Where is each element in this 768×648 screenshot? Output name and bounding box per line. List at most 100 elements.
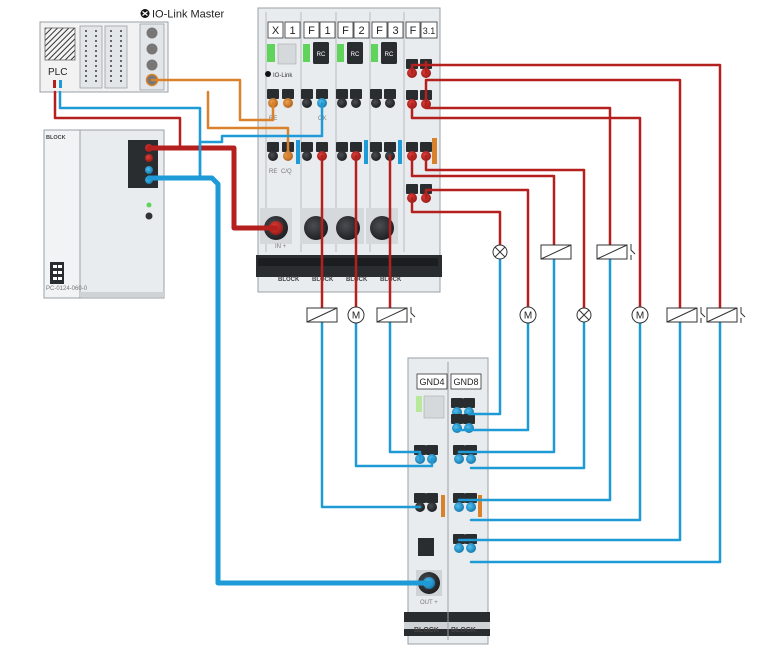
rc-button-f1[interactable]: RC — [313, 42, 329, 64]
upper-terminal-7[interactable] — [370, 89, 382, 108]
blue-return-9 — [469, 320, 642, 522]
red-output-4 — [424, 102, 612, 247]
blue-iolink-wire — [198, 101, 324, 180]
master-port-1 — [146, 27, 158, 39]
column-header-f3: F 3 — [371, 21, 404, 39]
status-led-f3 — [371, 44, 378, 62]
plc-unit: PLC — [39, 21, 169, 93]
blue-marker-strip — [398, 140, 402, 164]
red-output-8 — [410, 196, 502, 247]
lower-motor-load-2: M — [347, 306, 365, 324]
power-supply: BLOCK PC-0124-060-0 — [43, 129, 165, 299]
svg-text:RC: RC — [351, 52, 360, 58]
column-header-x1: X 1 — [267, 21, 301, 39]
red-output-5 — [424, 154, 586, 310]
lower-coil-load-7 — [666, 307, 706, 323]
svg-text:RC: RC — [385, 52, 394, 58]
iolink-master-header: IO-Link Master — [140, 9, 224, 21]
gnd-terminal-11[interactable] — [453, 493, 465, 512]
red-output-7 — [424, 188, 530, 310]
upper-terminal-6[interactable] — [350, 89, 362, 108]
upper-terminal-2[interactable] — [282, 89, 294, 108]
gnd-terminal-12[interactable] — [465, 493, 477, 512]
upper-terminal-8[interactable] — [384, 89, 396, 108]
blue-return-7 — [469, 320, 586, 470]
master-port-2 — [146, 43, 158, 55]
rc-button-f3[interactable]: RC — [381, 42, 397, 64]
gnd-terminal-9[interactable] — [414, 493, 426, 512]
lower-terminal-3[interactable] — [301, 142, 313, 161]
upper-terminal-3[interactable] — [301, 89, 313, 108]
power-supply-brand: BLOCK — [46, 135, 66, 141]
gnd-terminal-10[interactable] — [426, 493, 438, 512]
lower-motor-load-4: M — [519, 306, 537, 324]
status-led-x1 — [267, 44, 275, 62]
red-output-1 — [410, 63, 722, 310]
lower-coil-load-1 — [306, 307, 338, 323]
fuse-push-button-4[interactable] — [366, 208, 398, 244]
svg-text:GND8: GND8 — [453, 377, 478, 387]
blue-return-5 — [455, 320, 530, 432]
fuse-push-button-3[interactable] — [332, 208, 364, 244]
column-number-5: 3.1 — [423, 26, 436, 36]
lower-terminal-5[interactable] — [336, 142, 348, 161]
blue-return-6 — [457, 253, 556, 454]
gnd-terminal-14[interactable] — [465, 534, 477, 553]
brand-bar-1: BLOCK — [278, 277, 300, 283]
lower-coil-load-8 — [706, 307, 746, 323]
blue-return-10 — [457, 320, 682, 542]
svg-text:GND4: GND4 — [419, 377, 444, 387]
column-header-f1: F 1 — [303, 21, 336, 39]
column-letter-4: F — [376, 25, 383, 37]
gnd-terminal-8[interactable] — [465, 445, 477, 464]
plc-io-card-1 — [79, 25, 103, 89]
blue-return-1 — [320, 320, 422, 509]
status-led-f2 — [337, 44, 344, 62]
status-led-f1 — [303, 44, 310, 62]
upper-terminal-5[interactable] — [336, 89, 348, 108]
lower-terminal-7[interactable] — [370, 142, 382, 161]
column-number-1: 1 — [289, 25, 295, 37]
wiring — [53, 60, 722, 586]
gnd-terminal-13[interactable] — [453, 534, 465, 553]
plc-io-card-2 — [104, 25, 128, 89]
column-number-2: 1 — [324, 25, 330, 37]
master-port-3 — [146, 59, 158, 71]
iolink-fuse-module: X 1 F 1 F 2 F 3 F 3.1 — [256, 7, 442, 293]
blue-main-ground-wire — [146, 175, 432, 586]
gnd-orange-strip — [478, 495, 482, 517]
power-adjust-knob[interactable] — [145, 212, 153, 220]
rc-button-f2[interactable]: RC — [347, 42, 363, 64]
power-supply-model: PC-0124-060-0 — [46, 286, 88, 292]
motor-symbol-letter: M — [352, 311, 360, 322]
gnd-orange-strip — [441, 495, 445, 517]
plc-label: PLC — [48, 67, 67, 78]
blue-return-11 — [469, 320, 722, 564]
blue-return-8 — [457, 253, 612, 502]
power-ok-led — [146, 202, 152, 208]
blue-marker-strip — [364, 140, 368, 164]
column-letter-2: F — [308, 25, 315, 37]
gnd-status-led — [416, 396, 422, 412]
iolink-logo-icon — [140, 9, 150, 18]
fuse-push-button-2[interactable] — [300, 208, 332, 244]
lower-motor-load-6: M — [631, 306, 649, 324]
orange-marker-strip — [432, 138, 437, 164]
orange-iolink-wire-2 — [206, 90, 290, 158]
red-output-6 — [410, 154, 556, 247]
column-header-f3-1: F 3.1 — [405, 21, 438, 39]
blue-return-4 — [467, 253, 502, 416]
gnd-terminal-7[interactable] — [453, 445, 465, 464]
svg-text:IO-Link: IO-Link — [273, 73, 293, 79]
lower-terminal-1[interactable] — [267, 142, 279, 161]
module-iolink-logo: IO-Link — [265, 71, 293, 79]
lower-coil-load-3 — [376, 307, 416, 323]
gnd4-tag: GND4 — [416, 373, 448, 390]
label-out-plus: OUT + — [420, 600, 438, 606]
motor-symbol-letter: M — [636, 311, 644, 322]
label-cq: C/Q — [281, 169, 292, 175]
upper-terminal-4[interactable] — [316, 89, 328, 108]
red-output-3 — [410, 102, 642, 310]
blue-return-3 — [388, 320, 422, 461]
